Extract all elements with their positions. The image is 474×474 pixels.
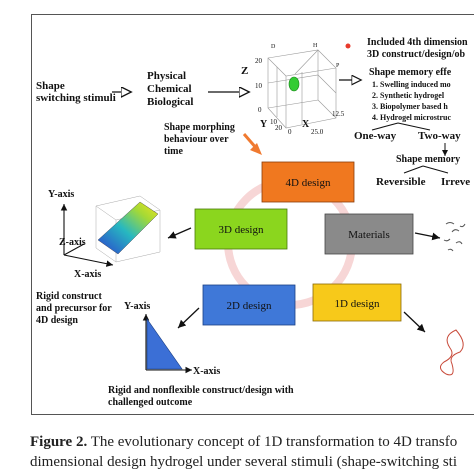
plot2d-note-1: Rigid and nonflexible construct/design w… bbox=[108, 385, 294, 396]
plot2d-triangle bbox=[146, 318, 183, 370]
morph-line-1: Shape morphing bbox=[164, 122, 235, 133]
morph-arrow-head bbox=[250, 143, 262, 155]
x-tick-25: 25.0 bbox=[311, 128, 324, 136]
y-tick-10: 10 bbox=[270, 118, 278, 126]
stimuli-label-2: switching stimuli bbox=[36, 92, 116, 104]
box-materials: Materials bbox=[324, 213, 414, 255]
bullet-dot bbox=[345, 43, 351, 49]
small3d-surface bbox=[97, 201, 159, 255]
z-tick-10: 10 bbox=[255, 82, 263, 90]
stimulus-physical: Physical bbox=[147, 70, 186, 82]
box-2d-label: 2D design bbox=[227, 300, 272, 312]
two-way-label: Two-way bbox=[418, 130, 461, 142]
one-way-label: One-way bbox=[354, 130, 397, 142]
box-3d-design: 3D design bbox=[194, 208, 288, 250]
small3d-note-1: Rigid construct bbox=[36, 291, 103, 302]
y-tick-0: 0 bbox=[288, 128, 292, 136]
plot3d-x-label: X bbox=[302, 119, 310, 130]
figure-frame bbox=[31, 14, 474, 415]
y-tick-20: 20 bbox=[275, 124, 283, 132]
d2-to-plot-arrow bbox=[177, 307, 200, 329]
effects-title: Shape memory effe bbox=[369, 67, 452, 78]
small3d-z-axis-line bbox=[63, 243, 85, 256]
caption-line-1: Figure 2. The evolutionary concept of 1D… bbox=[30, 432, 474, 452]
squiggle-doodle bbox=[440, 329, 464, 376]
box-4d-label: 4D design bbox=[286, 177, 331, 189]
plot2d-note-2: challenged outcome bbox=[108, 397, 193, 408]
x-tick-12-5: 12.5 bbox=[332, 110, 345, 118]
small3d-note-2: and precursor for bbox=[36, 303, 112, 314]
plot2d-x-axis: X-axis bbox=[193, 366, 220, 377]
memory-title: Shape memory bbox=[396, 154, 460, 165]
corner-letter-p: P bbox=[336, 63, 340, 69]
caption-text-1: The evolutionary concept of 1D transform… bbox=[87, 434, 458, 450]
box-1d-design: 1D design bbox=[312, 283, 402, 322]
d3-to-plot-arrow bbox=[167, 227, 192, 239]
small3d-y-axis: Y-axis bbox=[48, 189, 74, 200]
stimuli-label-1: Shape bbox=[36, 80, 65, 92]
caption-line-2: dimensional design hydrogel under severa… bbox=[30, 454, 458, 470]
caption-label: Figure 2. bbox=[30, 434, 88, 450]
effect-3: 3. Biopolymer based h bbox=[372, 102, 448, 111]
way-branch-lines bbox=[371, 122, 431, 131]
corner-letter-h: H bbox=[313, 43, 318, 49]
data-sphere bbox=[288, 76, 300, 92]
z-tick-0: 0 bbox=[258, 106, 262, 114]
bullet-line-1: Included 4th dimension bbox=[367, 37, 468, 48]
effect-4: 4. Hydrogel microstruc bbox=[372, 113, 451, 122]
stimulus-chemical: Chemical bbox=[147, 83, 192, 95]
bullet-line-2: 3D construct/design/ob bbox=[367, 49, 466, 60]
plot3d-y-label: Y bbox=[260, 119, 268, 130]
materials-arrow bbox=[414, 232, 441, 241]
reversible-label: Reversible bbox=[376, 176, 426, 188]
effect-2: 2. Synthetic hydrogel bbox=[372, 91, 445, 100]
effect-1: 1. Swelling induced mo bbox=[372, 80, 451, 89]
plot3d-cube bbox=[267, 49, 337, 129]
memory-branch-lines bbox=[403, 165, 449, 174]
d1-arrow bbox=[403, 311, 426, 333]
box-3d-label: 3D design bbox=[219, 224, 264, 236]
small3d-x-axis: X-axis bbox=[74, 269, 101, 280]
small3d-note-3: 4D design bbox=[36, 315, 78, 326]
small3d-x-axis-line bbox=[63, 254, 114, 267]
box-2d-design: 2D design bbox=[202, 284, 296, 326]
small3d-z-axis: Z-axis bbox=[59, 237, 86, 248]
box-materials-label: Materials bbox=[348, 229, 390, 241]
plot2d-y-axis: Y-axis bbox=[124, 301, 150, 312]
morph-line-2: behaviour over bbox=[164, 134, 229, 145]
plot3d-z-label: Z bbox=[241, 65, 248, 77]
box-4d-design: 4D design bbox=[261, 161, 355, 203]
morph-line-3: time bbox=[164, 146, 183, 157]
figure-caption: Figure 2. The evolutionary concept of 1D… bbox=[30, 432, 474, 472]
box-1d-label: 1D design bbox=[335, 298, 380, 310]
stimulus-biological: Biological bbox=[147, 96, 193, 108]
fiber-doodle bbox=[443, 222, 466, 252]
irreversible-label: Irreve bbox=[441, 176, 470, 188]
corner-letter-d: D bbox=[271, 44, 276, 50]
z-tick-20: 20 bbox=[255, 57, 263, 65]
